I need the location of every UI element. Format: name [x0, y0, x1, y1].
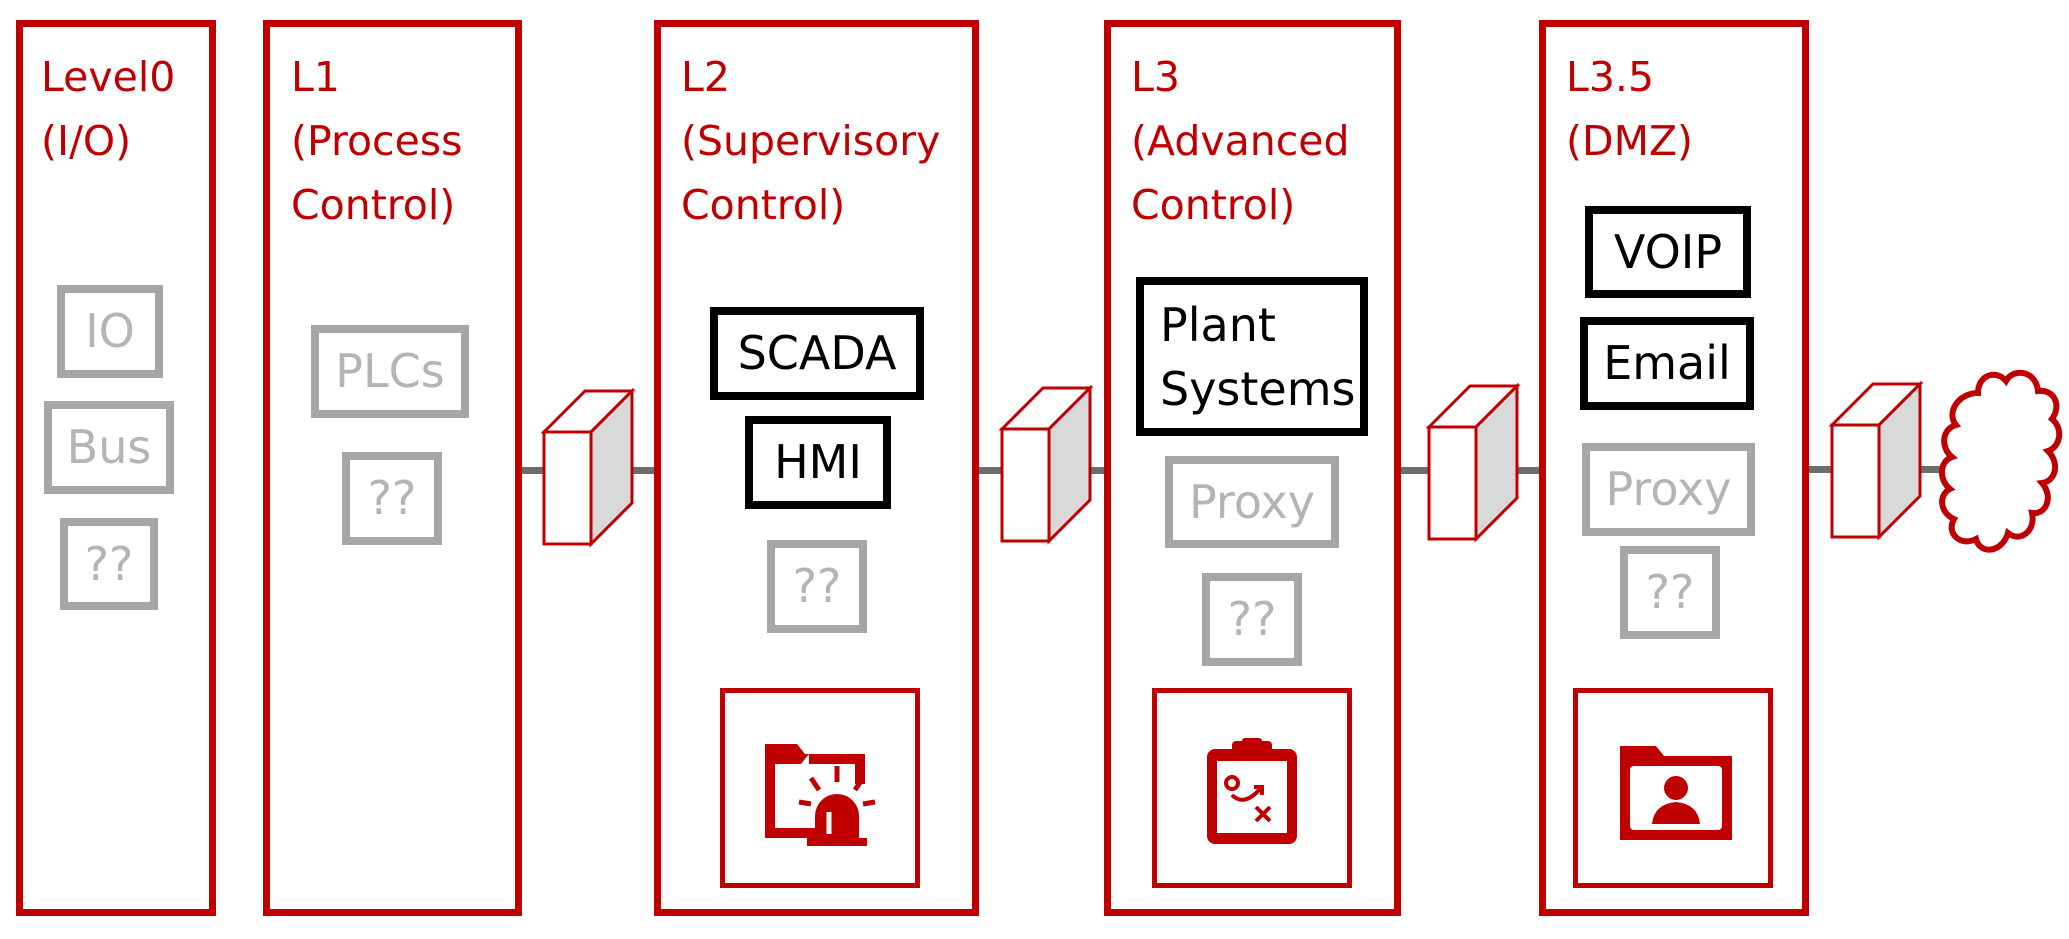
level-title-line: (I/O) — [41, 117, 132, 165]
level-title-line: L3 — [1131, 53, 1180, 101]
bus-box: Bus — [44, 401, 174, 494]
level-title-line: (Supervisory — [681, 117, 941, 165]
hmi-box: HMI — [745, 416, 891, 509]
level-title-line: L3.5 — [1566, 53, 1655, 101]
firewall-icon — [999, 385, 1094, 545]
level-title-line: Control) — [681, 181, 846, 229]
cloud-icon — [1939, 369, 2063, 553]
firewall-icon — [1829, 381, 1924, 541]
firewall-icon — [541, 388, 636, 548]
unknown-box: ?? — [342, 452, 442, 545]
level-title-line: (DMZ) — [1566, 117, 1694, 165]
level-title: L3 (Advanced Control) — [1131, 45, 1350, 237]
level-title-line: (Advanced — [1131, 117, 1350, 165]
level-title: L1 (Process Control) — [291, 45, 463, 237]
level-title-line: Level0 — [41, 53, 176, 101]
voip-box: VOIP — [1585, 206, 1751, 298]
proxy-box: Proxy — [1582, 443, 1755, 536]
unknown-box: ?? — [1620, 546, 1720, 639]
folder-alarm-icon — [765, 744, 876, 846]
level-title-line: Control) — [291, 181, 456, 229]
unknown-box: ?? — [60, 518, 158, 610]
unknown-box: ?? — [767, 540, 867, 633]
level-title-line: Control) — [1131, 181, 1296, 229]
firewall-icon — [1426, 383, 1521, 543]
email-box: Email — [1580, 317, 1754, 410]
level-title-line: L2 — [681, 53, 730, 101]
level-title: L2 (Supervisory Control) — [681, 45, 940, 237]
level-title-line: L1 — [291, 53, 340, 101]
level-title: Level0 (I/O) — [41, 45, 175, 173]
level-title: L3.5 (DMZ) — [1566, 45, 1693, 173]
folder-user-icon — [1620, 746, 1732, 840]
unknown-box: ?? — [1202, 573, 1302, 666]
plcs-box: PLCs — [311, 325, 469, 418]
io-box: IO — [57, 285, 163, 378]
proxy-box: Proxy — [1165, 456, 1339, 548]
level-title-line: (Process — [291, 117, 463, 165]
clipboard-strategy-icon — [1207, 738, 1297, 844]
plant-systems-box: Plant Systems — [1136, 277, 1368, 436]
tool-tile[interactable] — [1573, 688, 1773, 888]
tool-tile[interactable] — [1152, 688, 1352, 888]
tool-tile[interactable] — [720, 688, 920, 888]
scada-box: SCADA — [710, 307, 924, 400]
plant-systems-label: Plant Systems — [1160, 297, 1356, 416]
